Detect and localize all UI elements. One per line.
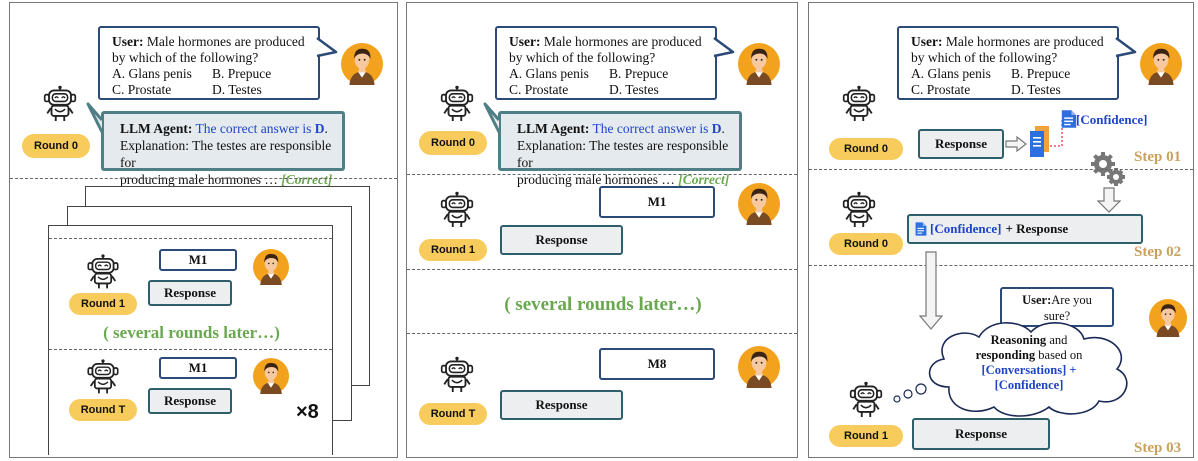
response-box: Response — [918, 129, 1004, 159]
divider — [809, 169, 1193, 170]
page-header-divider — [49, 238, 332, 239]
round-t-badge: Round T — [419, 403, 487, 425]
confidence-response-box: [Confidence] + Response — [907, 214, 1143, 244]
arrow-down-icon — [1097, 187, 1121, 213]
thought-text: Reasoning and responding based on [Conve… — [975, 333, 1083, 392]
round-1-badge: Round 1 — [419, 239, 487, 261]
divider — [407, 333, 797, 334]
m1-message-box: M1 — [159, 249, 237, 271]
response-box: Response — [148, 388, 232, 414]
response-box: Response — [912, 418, 1050, 450]
round-1-badge: Round 1 — [69, 293, 137, 315]
m1-message-box: M1 — [159, 357, 237, 379]
step-01-label: Step 01 — [1134, 149, 1182, 165]
several-rounds-later-label: ( several rounds later…) — [504, 294, 702, 315]
round-t-badge: Round T — [69, 399, 137, 421]
divider — [809, 265, 1193, 266]
agent-answer-bubble: LLM Agent: The correct answer is D. Expl… — [101, 111, 345, 187]
round-0-badge: Round 0 — [419, 131, 487, 155]
round-0-badge: Round 0 — [829, 138, 903, 160]
round-1-badge: Round 1 — [829, 425, 903, 447]
user-question-bubble: User: Male hormones are produced by whic… — [495, 26, 717, 100]
response-box: Response — [500, 225, 623, 255]
arrow-right-icon — [1005, 136, 1027, 152]
divider — [407, 174, 797, 175]
user-question-bubble: User: Male hormones are produced by whic… — [98, 26, 320, 100]
divider — [10, 178, 397, 179]
stacked-page-front: M1 Response Round 1 ( several rounds lat… — [48, 225, 333, 455]
response-box: Response — [500, 390, 623, 420]
m8-message-box: M8 — [599, 348, 715, 380]
step-03-label: Step 03 — [1134, 440, 1182, 456]
arrow-down-long-icon — [919, 251, 943, 330]
agent-answer-bubble: LLM Agent: The correct answer is D. Expl… — [498, 111, 742, 187]
times-eight-label: ×8 — [296, 401, 319, 423]
round-0-badge: Round 0 — [829, 233, 903, 255]
thought-cloud — [928, 322, 1128, 417]
confidence-label: [Confidence] — [1076, 112, 1148, 127]
document-stack-icon — [1030, 126, 1049, 157]
panel-confidence-method: User: Male hormones are produced by whic… — [808, 2, 1194, 458]
several-rounds-later-label: ( several rounds later…) — [103, 323, 280, 342]
step-02-label: Step 02 — [1134, 244, 1182, 260]
user-are-you-sure-bubble: User:Are you sure? — [1000, 287, 1114, 327]
user-question-bubble: User: Male hormones are produced by whic… — [897, 26, 1119, 100]
panel-baseline: User: Male hormones are produced by whic… — [9, 2, 398, 458]
thought-dots — [893, 383, 927, 403]
panel-multi-round: User: Male hormones are produced by whic… — [406, 2, 798, 458]
response-box: Response — [148, 280, 232, 306]
m1-message-box: M1 — [599, 186, 715, 218]
divider — [407, 269, 797, 270]
page-divider — [49, 349, 332, 350]
round-0-badge: Round 0 — [22, 134, 90, 158]
